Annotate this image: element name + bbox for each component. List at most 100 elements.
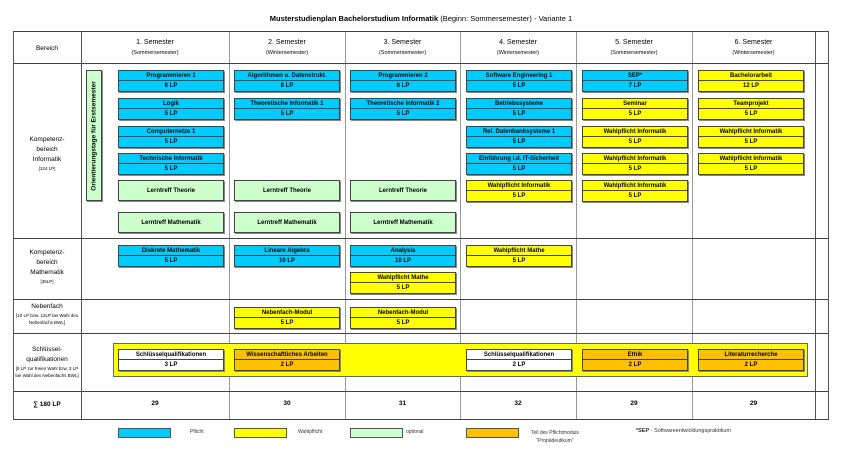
row-divider [13,299,828,300]
module-name: Software Engineering 1 [467,71,571,81]
module-lp: 2 LP [512,362,526,368]
module-name: Wahlpflicht Mathe [351,273,455,283]
semester-header: 5. Semester(Sommersemester) [576,37,692,59]
module-lp: 5 LP [744,139,758,145]
module-box: Technische Informatik 5 LP [118,153,224,175]
row-divider [13,63,828,64]
module-name: Ethik [583,350,687,360]
orientation-days: Orientierungstage für Erstsemester [86,70,102,201]
module-lp: 10 LP [394,258,411,264]
module-lp: 5 LP [280,320,294,326]
semester-season: (Sommersemester) [610,50,658,56]
area-nebenfach: Nebenfach[10 LP bzw. 12LP bei Wahl des N… [16,303,78,325]
module-name: Wahlpflicht Informatik [699,154,803,164]
module-box: Lerntreff Mathematik [118,212,224,233]
area-mathematik: Kompetenz-bereich Mathematik[35LP] [29,249,65,284]
module-name: Computernetze 1 [119,127,223,137]
schluessel-band [113,343,808,377]
module-lp: 5 LP [164,166,178,172]
semester-lp-sum: 32 [514,400,522,407]
module-name: Teamprojekt [699,99,803,109]
semester-season: (Wintersemester) [732,50,775,56]
module-lp: 5 LP [512,166,526,172]
semester-header: 6. Semester (Wintersemester) [692,37,815,59]
module-box: Schlüsselqualifikationen 2 LP [466,349,572,371]
module-box: Software Engineering 1 5 LP [466,70,572,92]
module-name: Technische Informatik [119,154,223,164]
semester-label: 4. Semester [499,39,537,46]
semester-header: 3. Semester(Sommersemester) [345,37,460,59]
module-name: Wissenschaftliches Arbeiten [235,350,339,360]
legend-label-wahlpflicht: Wahlpflicht [298,429,323,435]
module-name: Wahlpflicht Informatik [583,154,687,164]
module-name: Wahlpflicht Informatik [467,181,571,191]
module-lp: 5 LP [512,193,526,199]
legend-swatch-pflicht [118,428,171,438]
module-lp: 5 LP [512,139,526,145]
module-name: Einführung i.d. IT-Sicherheit [467,154,571,164]
module-box: Einführung i.d. IT-Sicherheit 5 LP [466,153,572,175]
semester-header: 2. Semester(Wintersemester) [229,37,345,59]
legend-swatch-optional [350,428,403,438]
module-lp: 5 LP [396,320,410,326]
column-divider [13,31,14,420]
module-name: Nebenfach-Modul [235,308,339,318]
column-divider [576,31,577,420]
semester-season: (Wintersemester) [265,50,309,56]
legend-label-optional: optional [406,429,424,435]
module-box: Algorithmen u. Datenstrukt.8 LP [234,70,340,92]
module-name: SEP* [583,71,687,81]
column-divider [229,31,230,420]
module-lp: 5 LP [512,83,526,89]
row-divider [13,391,828,392]
module-lp: 7 LP [628,83,642,89]
module-box: Ethik 2 LP [582,349,688,371]
module-name: Schlüsselqualifikationen [467,350,571,360]
semester-season: (Wintersemester) [496,50,540,56]
module-name: Wahlpflicht Informatik [583,181,687,191]
legend-swatch-wahlpflicht [234,428,287,438]
module-box: Lerntreff Mathematik [350,212,456,233]
module-name: Bachelorarbeit [699,71,803,81]
module-lp: 5 LP [744,111,758,117]
module-lp: 2 LP [744,362,758,368]
legend-label-propaedeutikum: Teil des Pflichtmoduls "Propädeutikum" [530,430,580,444]
semester-label: 1. Semester [136,39,174,46]
semester-season: (Sommersemester) [378,50,427,56]
header-area: Bereich [35,45,59,52]
module-name: Seminar [583,99,687,109]
column-divider [692,31,693,420]
module-name: Wahlpflicht Mathe [467,246,571,256]
legend-swatch-propaedeutikum [466,428,519,438]
module-lp: 2 LP [628,362,642,368]
module-box: Lerntreff Theorie [118,180,224,201]
area-sum: ∑ 180 LP [33,401,61,408]
page-title: Musterstudienplan Bachelorstudium Inform… [269,14,573,23]
module-lp: 5 LP [396,111,410,117]
module-lp: 5 LP [164,258,178,264]
module-lp: 5 LP [512,258,526,264]
column-divider [345,31,346,420]
semester-header: 1. Semester(Sommersemester) [81,37,229,59]
semester-label: 6. Semester [734,39,773,46]
